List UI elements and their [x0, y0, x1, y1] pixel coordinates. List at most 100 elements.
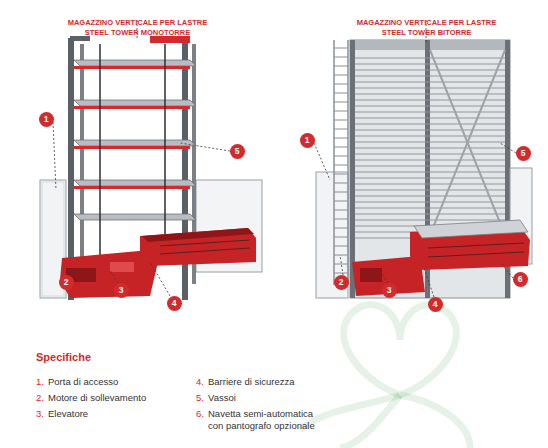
shape-group-part — [160, 248, 250, 254]
leader-line-part — [180, 143, 230, 151]
shape-group-part — [74, 140, 196, 146]
shape-group-part — [334, 174, 348, 175]
shape-group-part — [355, 147, 505, 148]
shape-group-part — [428, 243, 524, 248]
section-heading: Specifiche — [36, 351, 156, 363]
shape-group-part — [74, 106, 190, 109]
shape-group-part — [334, 57, 348, 58]
shape-group-part — [160, 240, 250, 246]
shape-group-part — [355, 195, 505, 196]
callout-number: 1 — [44, 115, 49, 124]
list-number: 1. — [36, 376, 50, 388]
left-tower-part — [99, 44, 101, 255]
callout-circle: 1 — [300, 133, 315, 148]
shape-group-part — [355, 165, 505, 166]
list-number: 3. — [36, 408, 50, 420]
shape-group-part — [355, 201, 505, 202]
callout-circle: 2 — [334, 275, 349, 290]
callout-circle: 3 — [114, 283, 129, 298]
shape-group-part — [334, 210, 348, 211]
left-tower-part — [142, 228, 254, 242]
left-tower-part — [110, 262, 134, 272]
right-tower-part — [316, 172, 348, 298]
leader-line-part — [68, 268, 80, 275]
shape-group-part — [334, 165, 348, 166]
shape-group-part — [355, 69, 505, 70]
callout-number: 2 — [64, 278, 69, 287]
shape-group-part — [355, 183, 505, 184]
callout-circle: 6 — [513, 272, 528, 287]
shape-group-part — [355, 159, 505, 160]
shape-group-part — [74, 186, 190, 189]
shape-group-part — [355, 213, 505, 214]
leader-line-part — [500, 262, 513, 278]
leader-line-part — [380, 270, 388, 283]
shape-group — [355, 58, 505, 238]
shape-group-part — [355, 219, 505, 220]
tower-title: MAGAZZINO VERTICALE PER LASTRE STEEL TOW… — [55, 18, 220, 37]
list-item: Elevatore — [48, 408, 188, 420]
shape-group-part — [430, 50, 505, 235]
list-number: 2. — [36, 392, 50, 404]
shape-group-part — [355, 75, 505, 76]
shape-group — [334, 48, 348, 273]
shape-group-part — [334, 264, 348, 265]
shape-group-part — [355, 81, 505, 82]
left-tower-part — [70, 36, 90, 41]
shape-group-part — [355, 87, 505, 88]
list-number: 4. — [196, 376, 210, 388]
shape-group-part — [355, 123, 505, 124]
shape-group-part — [355, 135, 505, 136]
shape-group — [334, 40, 348, 285]
list-number: 6. — [196, 408, 210, 420]
shape-group-part — [334, 201, 348, 202]
shape-group — [74, 60, 196, 220]
left-tower — [40, 36, 262, 300]
callout-circle: 4 — [428, 297, 443, 312]
list-number: 5. — [196, 392, 210, 404]
shape-group-part — [74, 100, 196, 106]
leader-line-part — [110, 270, 118, 283]
callout-number: 2 — [339, 278, 344, 287]
shape-group-part — [334, 246, 348, 247]
callout-circle: 5 — [230, 144, 245, 159]
shape-group-part — [334, 183, 348, 184]
shape-group — [160, 240, 250, 254]
shape-group-part — [334, 111, 348, 112]
shape-group-part — [333, 40, 335, 285]
shape-group-part — [334, 75, 348, 76]
shape-group — [74, 66, 190, 189]
shape-group-part — [355, 63, 505, 64]
shape-group-part — [355, 189, 505, 190]
watermark — [300, 305, 470, 448]
shape-group-part — [347, 40, 349, 285]
list-item: Vassoi — [208, 392, 358, 404]
leader-line-part — [500, 143, 516, 153]
shape-group-part — [355, 117, 505, 118]
leader-line-part — [314, 143, 330, 180]
leader-line-part — [150, 262, 170, 296]
shape-group-part — [334, 147, 348, 148]
shape-group-part — [430, 50, 505, 235]
shape-group-part — [355, 57, 505, 58]
shape-group-part — [74, 60, 196, 66]
shape-group-part — [334, 102, 348, 103]
right-tower-part — [350, 40, 355, 298]
watermark-part — [400, 395, 470, 448]
shape-group-part — [74, 214, 196, 220]
shape-group-part — [355, 171, 505, 172]
callout-number: 3 — [387, 286, 392, 295]
shape-group-part — [334, 228, 348, 229]
shape-group-part — [74, 180, 196, 186]
shape-group-part — [74, 66, 190, 69]
shape-group-part — [334, 84, 348, 85]
shape-group-part — [355, 93, 505, 94]
left-tower-part — [150, 36, 190, 43]
watermark-part — [344, 305, 457, 395]
shape-group-part — [334, 219, 348, 220]
shape-group-part — [334, 138, 348, 139]
shape-group-part — [334, 66, 348, 67]
shape-group-part — [334, 48, 348, 49]
shape-group-part — [334, 255, 348, 256]
callout-circle: 5 — [516, 146, 531, 161]
